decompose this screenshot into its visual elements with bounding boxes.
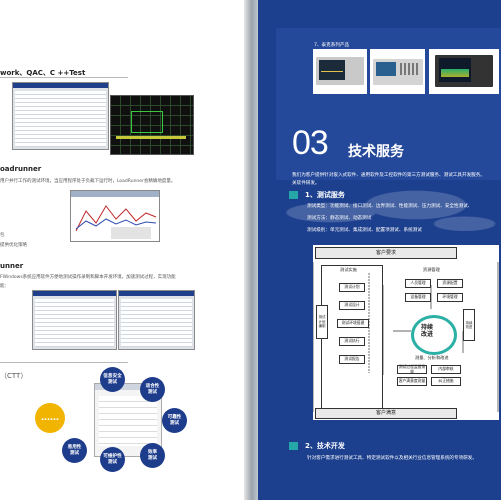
winrunner-screenshot-1: [32, 290, 117, 350]
bullet-bar: [289, 191, 298, 199]
flow-test-report: 测试报告: [339, 355, 365, 364]
winrunner-description: FWindows系统应用软件方便地测试操作录制和脚本开发环境，加速测试过程，实现…: [0, 275, 176, 280]
product-photo-analyzer: [429, 49, 499, 94]
note-2: 提供优化策略: [0, 243, 27, 248]
loadrunner-description: 用户并行工作的测试环境，当应用程序处于负载下运行时，LoadRunner会精确地…: [0, 179, 176, 184]
bullet-bar: [289, 442, 298, 450]
flow-analysis-item-3: 客户满意度测量: [397, 377, 427, 386]
flow-res-item-1: 人员管理: [405, 279, 431, 288]
section-title-loadrunner: oadrunner: [0, 165, 42, 173]
intro-text: 我们为客户提供针对嵌入式软件、通用软件及工控软件的第三方测试服务、测试工具开发服…: [292, 173, 485, 178]
test-methods: 测试方法：静态测试、动态测试: [307, 216, 372, 221]
note-1: 包: [0, 233, 5, 238]
oscilloscope-screenshot: [110, 95, 194, 155]
divider: [0, 362, 128, 363]
circle-top-right: 适合性 测试: [140, 377, 165, 402]
flow-continuous-improvement: 持续 改进: [421, 324, 434, 338]
section-title-winrunner: unner: [0, 262, 24, 270]
test-types: 测试类型：功能测试、接口测试、边界测试、性能测试、压力测试、安全性测试、: [307, 204, 473, 209]
flow-analysis-improvement: 测量、分析和改进: [415, 355, 449, 360]
divider: [0, 77, 128, 78]
section-number: 03: [292, 124, 329, 162]
improvement-cycle: [411, 315, 457, 355]
test-levels: 测试级别：单元测试、集成测试、配置项测试、系统测试: [307, 228, 422, 233]
circle-bottom-left: 易用性 测试: [62, 438, 87, 463]
section-title-tools: work、QAC、C ++Test: [0, 69, 86, 77]
flow-res-item-2: 资源配置: [437, 279, 463, 288]
ide-screenshot: [12, 82, 109, 150]
heading-tech-dev: 2、技术开发: [305, 442, 345, 450]
flow-res-item-3: 设备管理: [405, 293, 431, 302]
intro-text-2: 关软件研发。: [292, 181, 320, 186]
flow-analysis-item-2: 内部审核: [431, 365, 461, 374]
flow-test-design: 测试设计: [339, 301, 365, 310]
winrunner-screenshot-2: [118, 290, 195, 350]
winrunner-note: 能：: [0, 284, 9, 289]
flow-customer-satisfaction: 客户满意: [315, 408, 457, 419]
circle-bottom-right: 效率 测试: [140, 443, 165, 468]
flow-test-exec: 测试执行: [339, 337, 365, 346]
flow-res-item-4: 环境管理: [437, 293, 463, 302]
flow-analysis-item-4: 纠正措施: [431, 377, 461, 386]
products-caption: 7、泰克系列产品: [314, 43, 350, 48]
flow-analysis-item-1: 测试过程监督测量: [397, 364, 427, 374]
flow-resource-management: 资源管理: [423, 267, 440, 272]
circle-right: 可靠性 测试: [162, 408, 187, 433]
section-title: 技术服务: [348, 144, 404, 160]
loadrunner-chart-screenshot: [70, 190, 160, 242]
process-flowchart: 客户要求 测试实施 测试计划 测试设计 测试环境搭建 测试执行 测试报告 测试计…: [313, 245, 499, 420]
tech-dev-description: 针对客户需求进行测试工具、特定测试软件以及相关行业信息管理系统的专项研发。: [307, 456, 477, 461]
flow-customer-requirements: 客户要求: [315, 247, 457, 259]
flow-env-setup: 测试环境搭建: [337, 319, 369, 328]
world-map-decoration: [258, 175, 501, 250]
flow-side-right: 持续改进: [463, 309, 475, 341]
flow-test-plan: 测试计划: [339, 283, 365, 292]
ellipsis-circle: ……: [35, 403, 65, 433]
product-photo-oscilloscope: [313, 49, 367, 94]
product-photo-generator: [370, 49, 425, 94]
section-title-ctt: （CTT）: [0, 372, 28, 380]
page-fold: [244, 0, 258, 500]
flow-side-left: 测试计划编制: [316, 305, 328, 339]
flow-implementation: 测试实施: [340, 267, 357, 272]
left-page: work、QAC、C ++Test oadrunner 用户并行工作的测试环境，…: [0, 0, 250, 500]
circle-top: 信息安全 测试: [100, 367, 125, 392]
circle-bottom: 可维护性 测试: [100, 447, 125, 472]
heading-testing-service: 1、测试服务: [305, 191, 345, 199]
